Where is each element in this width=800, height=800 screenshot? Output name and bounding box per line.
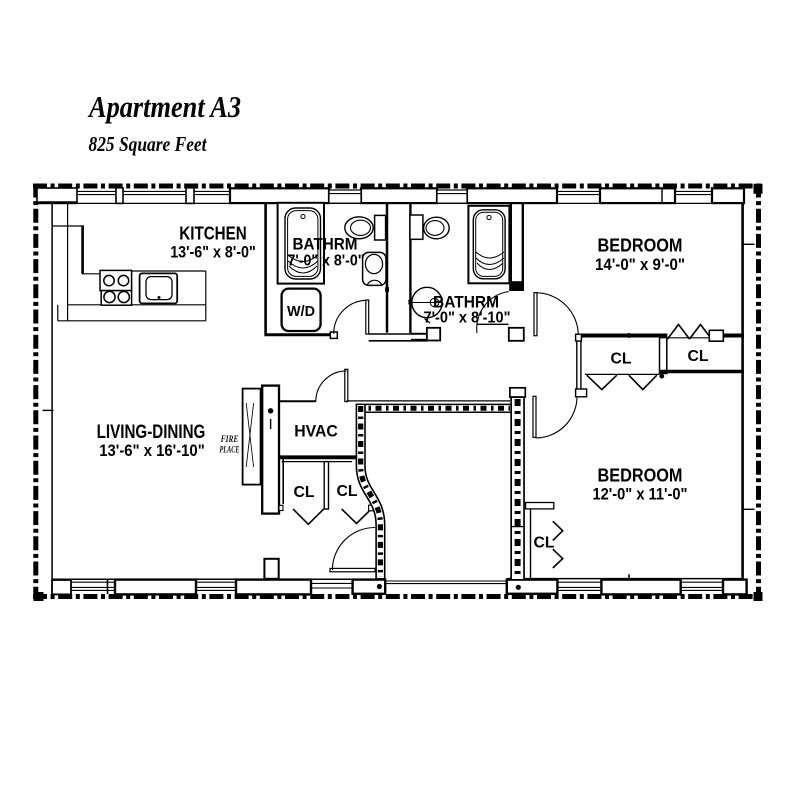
svg-text:CL: CL [611, 351, 632, 368]
svg-text:FIRE: FIRE [220, 435, 238, 445]
svg-text:BATHRM: BATHRM [293, 235, 358, 254]
svg-text:7'-0" x 8'-0": 7'-0" x 8'-0" [288, 253, 365, 270]
svg-text:LIVING-DINING: LIVING-DINING [97, 422, 206, 443]
svg-text:KITCHEN: KITCHEN [179, 224, 247, 244]
svg-text:Apartment A3: Apartment A3 [87, 89, 241, 124]
svg-text:PLACE: PLACE [220, 446, 240, 456]
svg-text:7'-0" x 8'-10": 7'-0" x 8'-10" [424, 310, 511, 327]
svg-text:14'-0" x 9'-0": 14'-0" x 9'-0" [595, 255, 685, 274]
svg-text:CL: CL [688, 348, 709, 365]
svg-text:13'-6" x 16'-10": 13'-6" x 16'-10" [99, 441, 205, 460]
svg-text:W/D: W/D [287, 304, 315, 320]
svg-text:CL: CL [337, 483, 358, 500]
svg-text:BEDROOM: BEDROOM [598, 235, 683, 256]
svg-text:CL: CL [534, 535, 555, 552]
svg-text:CL: CL [294, 484, 315, 501]
svg-text:13'-6" x 8'-0": 13'-6" x 8'-0" [170, 244, 256, 262]
svg-text:12'-0" x 11'-0": 12'-0" x 11'-0" [593, 485, 688, 504]
svg-text:BATHRM: BATHRM [433, 293, 499, 312]
svg-text:HVAC: HVAC [294, 422, 338, 441]
svg-text:BEDROOM: BEDROOM [598, 465, 683, 486]
svg-text:825 Square Feet: 825 Square Feet [89, 132, 208, 156]
